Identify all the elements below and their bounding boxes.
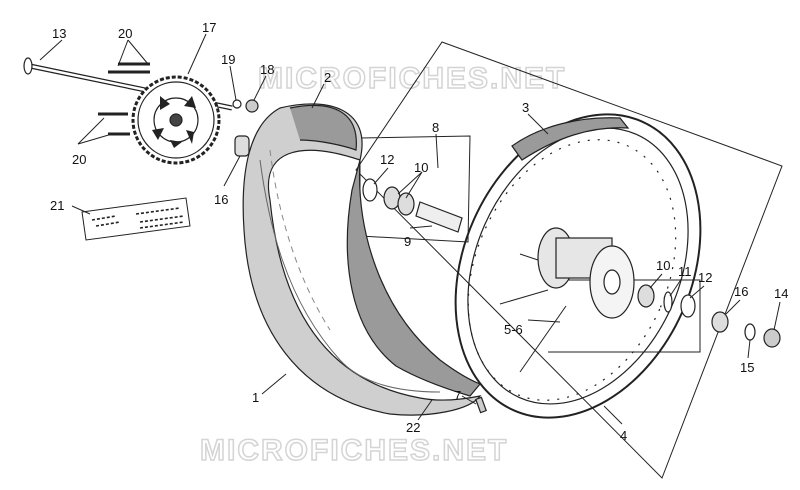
callout-8: 8 (432, 120, 439, 135)
left-spacer (234, 135, 250, 157)
rear-sprocket (131, 75, 221, 165)
callout-17: 17 (202, 20, 216, 35)
drive-chain (81, 197, 191, 241)
leader-lines (39, 33, 781, 425)
callout-16-left: 16 (214, 192, 228, 207)
callout-10-left: 10 (414, 160, 428, 175)
callout-15: 15 (740, 360, 754, 375)
callout-labels: 13 20 17 19 18 2 3 8 12 10 20 16 21 9 10… (50, 20, 788, 443)
left-bearing-set (362, 178, 463, 233)
callout-22: 22 (406, 420, 420, 435)
right-bearing-set (637, 284, 696, 318)
callout-20-bottom: 20 (72, 152, 86, 167)
watermark-bottom: MICROFICHES.NET (200, 434, 508, 467)
callout-9: 9 (404, 234, 411, 249)
callout-11: 11 (678, 264, 692, 279)
callout-1: 1 (252, 390, 259, 405)
callout-21: 21 (50, 198, 64, 213)
callout-13: 13 (52, 26, 66, 41)
callout-4: 4 (620, 428, 627, 443)
callout-5-6: 5-6 (504, 322, 523, 337)
callout-2: 2 (324, 70, 331, 85)
callout-19: 19 (221, 52, 235, 67)
callout-7: 7 (454, 388, 461, 403)
callout-12-left: 12 (380, 152, 394, 167)
callout-20-top: 20 (118, 26, 132, 41)
tire (242, 103, 482, 416)
wheel-hub (537, 227, 635, 319)
callout-14: 14 (774, 286, 788, 301)
rim-tape (511, 117, 630, 161)
callout-3: 3 (522, 100, 529, 115)
callout-10-right: 10 (656, 258, 670, 273)
wheel-assembly-frame (355, 41, 783, 479)
watermark-top: MICROFICHES.NET (258, 62, 566, 95)
callout-18: 18 (260, 62, 274, 77)
right-axle-hardware (711, 311, 781, 348)
valve (475, 396, 487, 414)
sprocket-nuts (232, 99, 259, 113)
callout-12-right: 12 (698, 270, 712, 285)
callout-16-right: 16 (734, 284, 748, 299)
